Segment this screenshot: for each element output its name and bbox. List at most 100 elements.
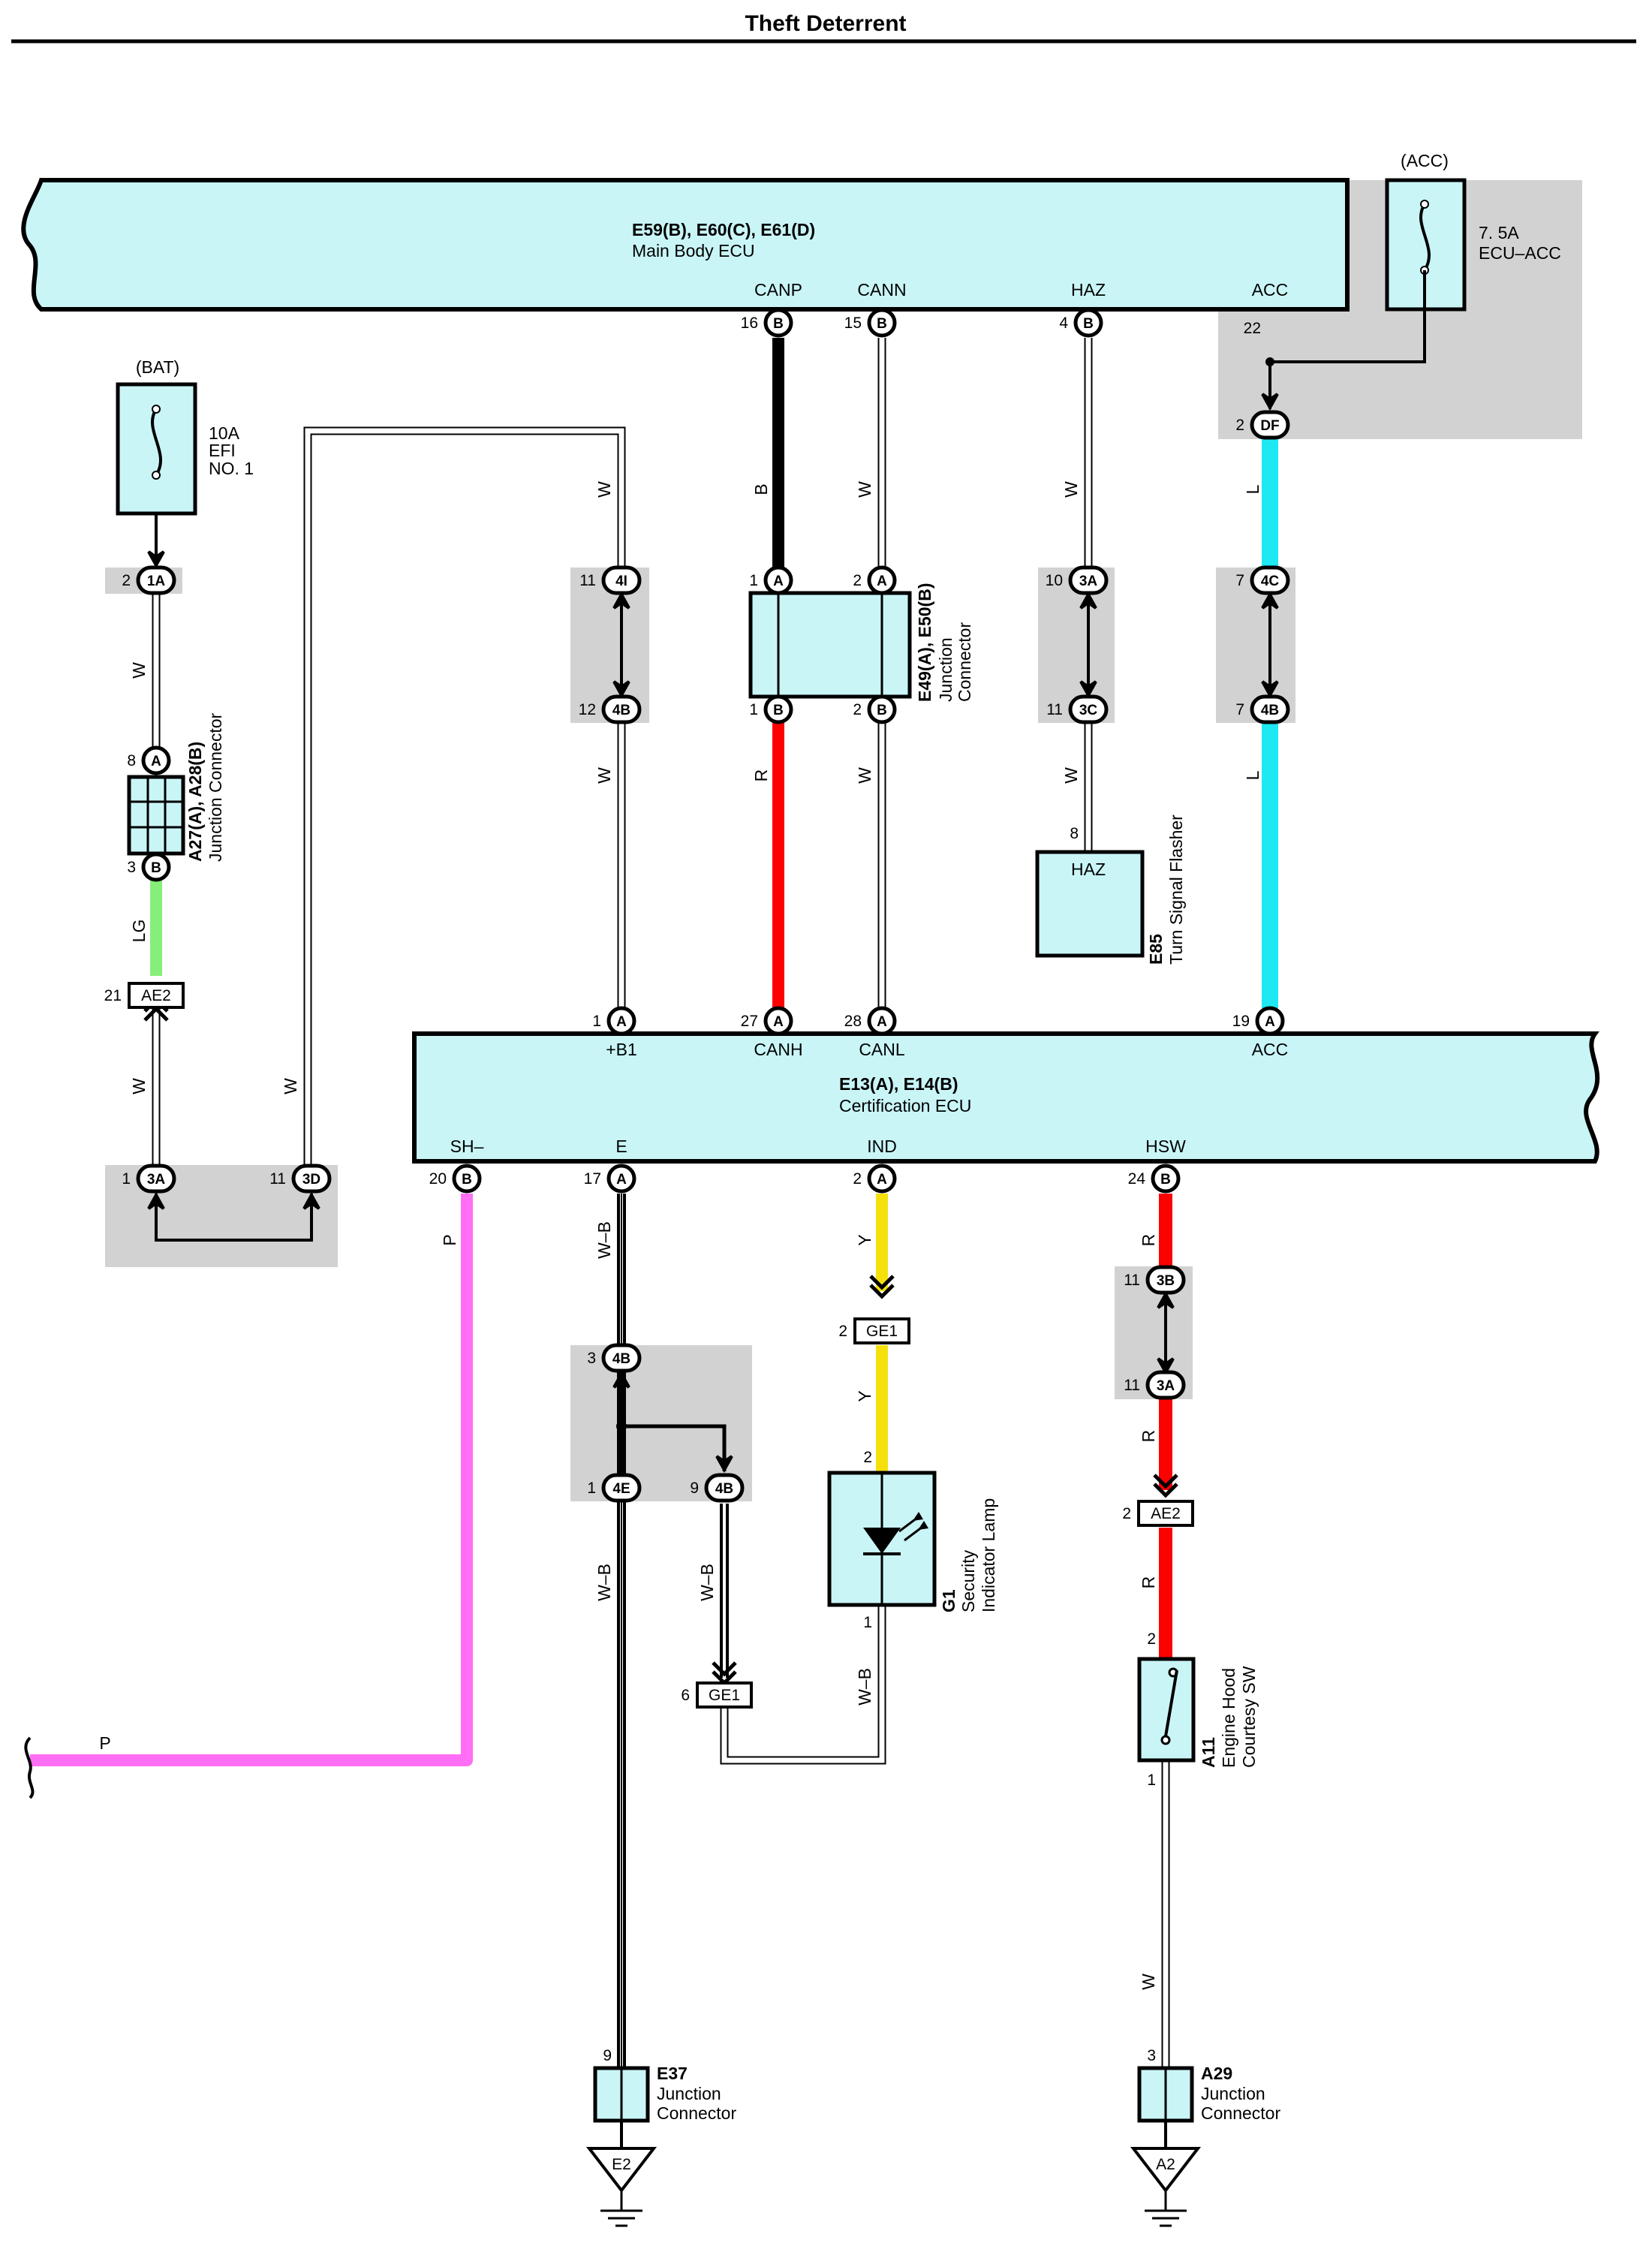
svg-text:11: 11: [1046, 701, 1063, 718]
pins-3b-3a: 3B 11 3A 11: [1124, 1265, 1186, 1400]
cert-term-hsw: HSW: [1145, 1137, 1186, 1156]
term-haz: HAZ: [1071, 280, 1106, 300]
svg-text:2: 2: [853, 701, 862, 718]
jc-e37-code: E37: [657, 2064, 688, 2083]
term-acc: ACC: [1252, 280, 1289, 300]
svg-text:2: 2: [1235, 417, 1244, 434]
pins-3a-3d: 3A 1 3D 11: [122, 1164, 332, 1194]
svg-text:W: W: [281, 1078, 300, 1094]
wire-sh: [30, 1194, 473, 1766]
page-title: Theft Deterrent: [745, 11, 906, 36]
svg-text:1: 1: [122, 1170, 131, 1188]
junction-connector-a29: A29 Junction Connector A2: [1130, 2064, 1280, 2227]
svg-text:4B: 4B: [1261, 703, 1279, 718]
svg-text:3A: 3A: [1079, 574, 1098, 589]
cert-term-ind: IND: [867, 1137, 897, 1156]
svg-text:3D: 3D: [302, 1172, 320, 1188]
jc-e49-code: E49(A), E50(B): [915, 583, 934, 702]
pins-4i-4b: 4I 11 4B 12: [579, 565, 642, 724]
svg-text:W–B: W–B: [594, 1564, 614, 1601]
fuse-acc-rating: 7. 5A: [1479, 223, 1519, 242]
jc-a29-code: A29: [1201, 2064, 1232, 2083]
pins-4c-4b: 4C 7 4B 7: [1235, 565, 1290, 724]
svg-text:4B: 4B: [612, 1351, 630, 1367]
svg-text:DF: DF: [1260, 418, 1279, 434]
svg-text:22: 22: [1244, 320, 1261, 337]
svg-text:17: 17: [584, 1170, 601, 1188]
svg-text:27: 27: [741, 1013, 758, 1030]
svg-text:P: P: [440, 1234, 459, 1245]
svg-text:W: W: [594, 767, 614, 784]
lamp-name1: Security: [958, 1549, 978, 1612]
svg-text:1: 1: [749, 572, 758, 589]
svg-text:W–B: W–B: [594, 1221, 614, 1259]
pins-a27: A 8 B 3: [127, 745, 171, 882]
svg-text:W: W: [855, 481, 874, 498]
cert-term-e: E: [615, 1137, 627, 1156]
white-wires-inner: [153, 338, 1169, 2068]
fuse-acc-group: (ACC): [1401, 151, 1449, 170]
cert-ecu-name: Certification ECU: [839, 1096, 971, 1115]
pin-ge1-top: GE1 2: [838, 1317, 910, 1344]
cert-term-canh: CANH: [754, 1040, 802, 1059]
svg-text:20: 20: [429, 1170, 447, 1188]
svg-text:6: 6: [681, 1687, 690, 1704]
svg-text:9: 9: [603, 2047, 612, 2064]
svg-text:1A: 1A: [147, 574, 166, 589]
svg-text:GE1: GE1: [866, 1323, 898, 1340]
svg-text:W: W: [129, 662, 149, 679]
svg-text:7: 7: [1235, 572, 1244, 589]
svg-text:R: R: [751, 769, 771, 782]
svg-text:Y: Y: [855, 1234, 874, 1245]
pins-cert-top: A 1 A 27 A 28 A 19: [592, 1006, 1285, 1036]
svg-text:3C: 3C: [1079, 703, 1098, 718]
fuse-bat-name2: NO. 1: [209, 459, 254, 478]
svg-text:1: 1: [587, 1480, 596, 1497]
svg-text:GE1: GE1: [709, 1687, 740, 1704]
svg-text:11: 11: [579, 572, 596, 589]
jc-e49-name2: Connector: [955, 622, 974, 702]
svg-text:2: 2: [838, 1323, 847, 1340]
svg-text:28: 28: [844, 1013, 862, 1030]
svg-text:R: R: [1139, 1234, 1158, 1247]
pin-df: DF 2: [1235, 410, 1290, 440]
svg-text:A: A: [1265, 1014, 1275, 1030]
hood-sw-name2: Courtesy SW: [1239, 1666, 1259, 1768]
svg-text:B: B: [1160, 1172, 1171, 1188]
svg-text:B: B: [462, 1172, 472, 1188]
svg-text:A: A: [877, 1172, 887, 1188]
svg-text:A: A: [877, 574, 887, 589]
svg-text:11: 11: [1124, 1272, 1140, 1289]
svg-text:B: B: [877, 703, 887, 718]
certification-ecu: E13(A), E14(B) Certification ECU +B1 CAN…: [412, 1031, 1600, 1164]
fuse-bat-group: (BAT): [136, 357, 179, 377]
jc-e49-name1: Junction: [936, 637, 955, 702]
svg-text:W: W: [594, 481, 614, 498]
svg-text:A: A: [877, 1014, 887, 1030]
svg-text:4B: 4B: [612, 703, 630, 718]
wire-e: [617, 1194, 729, 2068]
svg-text:A: A: [773, 574, 784, 589]
jc-e37-name1: Junction: [657, 2084, 721, 2103]
svg-text:21: 21: [104, 987, 122, 1004]
svg-text:16: 16: [741, 315, 758, 332]
main-body-ecu: E59(B), E60(C), E61(D) Main Body ECU CAN…: [21, 178, 1350, 312]
svg-text:2: 2: [853, 1170, 862, 1188]
svg-text:2: 2: [1147, 1630, 1156, 1648]
fuse-bat: (BAT) 10A EFI NO. 1: [116, 357, 254, 516]
svg-text:15: 15: [844, 315, 862, 332]
flasher-name: Turn Signal Flasher: [1166, 814, 1186, 965]
svg-text:11: 11: [1124, 1377, 1140, 1394]
svg-text:8: 8: [1070, 825, 1079, 842]
flasher-code: E85: [1146, 934, 1166, 965]
svg-text:W–B: W–B: [855, 1668, 874, 1706]
svg-text:A: A: [773, 1014, 784, 1030]
lamp-name2: Indicator Lamp: [979, 1498, 998, 1612]
svg-text:4C: 4C: [1261, 574, 1280, 589]
svg-text:3A: 3A: [1157, 1378, 1175, 1394]
pins-main-ecu: B 16 B 15 B 4 22: [741, 308, 1261, 338]
svg-text:7: 7: [1235, 701, 1244, 718]
pins-bottom-connectors: 9 3: [603, 2047, 1156, 2064]
pin-ae2-top: AE2 21: [104, 982, 185, 1009]
